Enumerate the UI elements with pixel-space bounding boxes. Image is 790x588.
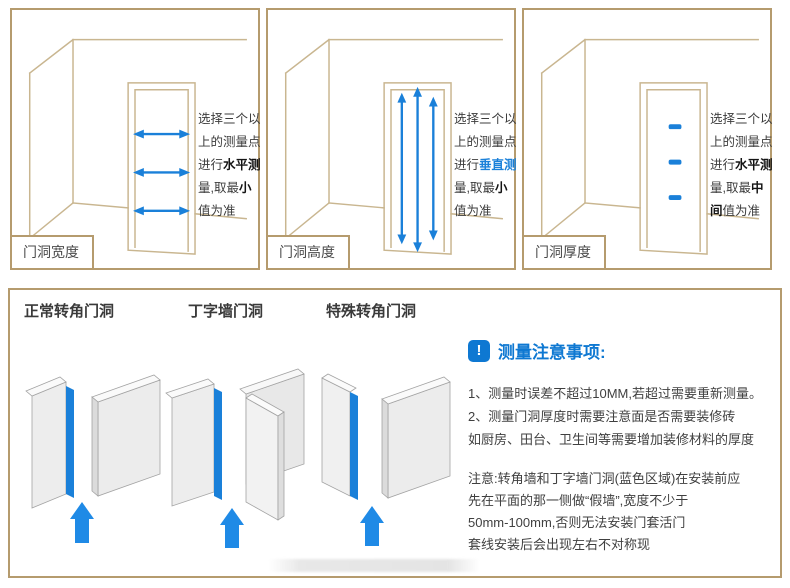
heading-t-wall: 丁字墙门洞 <box>188 303 264 320</box>
vertical-measure-arrows-icon <box>397 86 438 253</box>
note-segment: 值为准 <box>454 204 492 218</box>
up-arrow-icon <box>220 508 244 548</box>
watermark <box>268 559 480 572</box>
notice-item: 如厨房、田台、卫生间等需要增加装修材料的厚度 <box>468 432 755 447</box>
notice-items: 1、测量时误差不超过10MM,若超过需要重新测量。 2、测量门洞厚度时需要注意面是… <box>468 382 762 451</box>
note-segment: 选择三个以 上的测量点 进行 <box>454 112 517 172</box>
normal-corner-illustration <box>25 374 161 543</box>
panel-label-thickness: 门洞厚度 <box>524 235 606 268</box>
up-arrow-icon <box>360 506 384 546</box>
fake-wall-stripe <box>350 392 358 500</box>
t-wall-illustration <box>165 368 305 548</box>
heading-normal-corner: 正常转角门洞 <box>24 303 115 320</box>
measurement-note: 选择三个以 上的测量点 进行垂直测 量,取最小 值为准 <box>454 108 517 223</box>
horizontal-measure-arrows-icon <box>133 129 191 216</box>
note-segment: 中 间 <box>710 181 764 218</box>
heading-special-corner: 特殊转角门洞 <box>326 303 417 320</box>
door-opening-sketch <box>540 38 759 255</box>
note-segment: 垂直测 <box>479 158 517 172</box>
notice-title: 测量注意事项: <box>498 343 606 362</box>
panel-label-height: 门洞高度 <box>268 235 350 268</box>
wall-blocks <box>25 374 161 509</box>
measurement-note: 选择三个以 上的测量点 进行水平测 量,取最中 间值为准 <box>710 108 773 223</box>
wall-outline <box>540 38 759 255</box>
panel-label-width: 门洞宽度 <box>12 235 94 268</box>
special-corner-illustration <box>321 373 451 546</box>
notice-warning: 注意:转角墙和丁字墙门洞(蓝色区域)在安装前应 先在平面的那一侧做“假墙”,宽度… <box>468 471 741 552</box>
fake-wall-stripe <box>66 386 74 498</box>
door-opening-sketch <box>28 38 247 255</box>
note-segment: 小 <box>494 181 508 195</box>
corner-types-panel: 正常转角门洞 丁字墙门洞 特殊转角门洞 <box>8 288 782 578</box>
up-arrow-icon <box>70 502 94 543</box>
notice-item: 1、测量时误差不超过10MM,若超过需要重新测量。 <box>468 386 762 401</box>
fake-wall-stripe <box>214 388 222 500</box>
note-segment: 值为准 <box>198 204 236 218</box>
note-segment: 水平测 <box>223 158 261 172</box>
note-segment: 小 <box>238 181 252 195</box>
note-segment: 水平测 <box>735 158 773 172</box>
wall-outline <box>28 38 247 255</box>
measurement-note: 选择三个以 上的测量点 进行水平测 量,取最小 值为准 <box>198 108 261 223</box>
note-segment: 量,取最 <box>198 181 239 195</box>
exclamation-icon: ! <box>468 339 490 362</box>
note-segment: 选择三个以 上的测量点 进行 <box>710 112 773 172</box>
note-segment: 值为准 <box>722 204 761 218</box>
note-segment: 量,取最 <box>454 181 495 195</box>
thickness-measure-points-icon <box>668 124 682 201</box>
note-segment: 量,取最 <box>710 181 751 195</box>
wall-blocks <box>165 368 305 521</box>
notice-header: ! 测量注意事项: <box>468 338 606 363</box>
wall-blocks <box>321 373 451 499</box>
notice-item: 2、测量门洞厚度时需要注意面是否需要装修砖 <box>468 409 736 424</box>
measurement-notice: ! 测量注意事项: 1、测量时误差不超过10MM,若超过需要重新测量。 2、测量门… <box>468 290 780 576</box>
panel-door-width: 选择三个以 上的测量点 进行水平测 量,取最小 值为准 门洞宽度 <box>10 8 261 270</box>
door-opening-sketch <box>284 38 503 255</box>
note-segment: 选择三个以 上的测量点 进行 <box>198 112 261 172</box>
panel-door-height: 选择三个以 上的测量点 进行垂直测 量,取最小 值为准 门洞高度 <box>266 8 517 270</box>
panel-door-thickness: 选择三个以 上的测量点 进行水平测 量,取最中 间值为准 门洞厚度 <box>522 8 773 270</box>
